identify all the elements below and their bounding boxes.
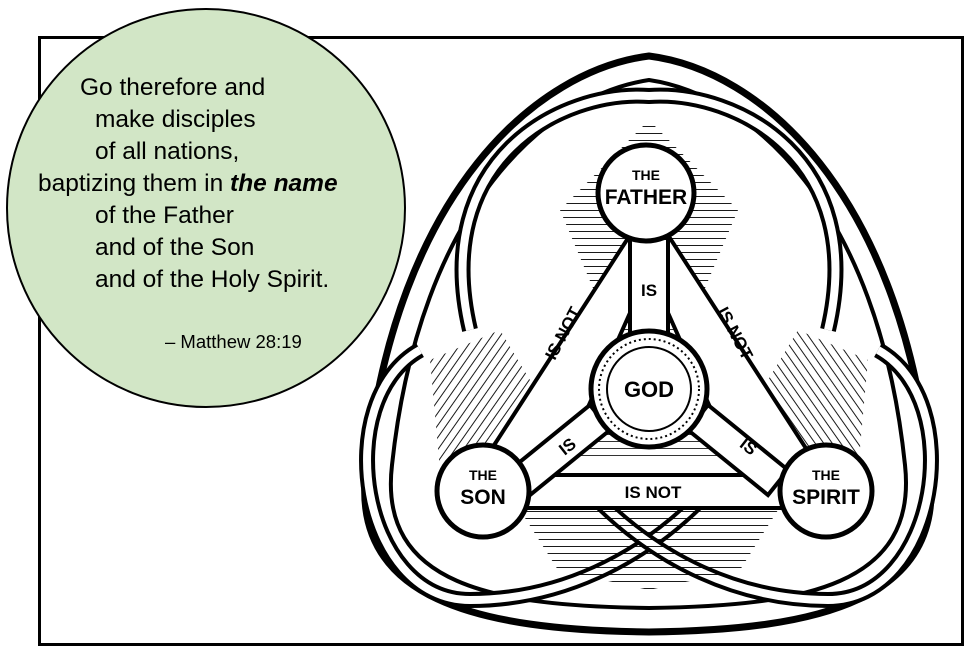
son-article: THE [469,467,497,483]
node-spirit: THE SPIRIT [777,442,875,540]
spirit-name: SPIRIT [792,486,860,509]
quote-line-2: make disciples [95,106,256,133]
spirit-article: THE [812,467,840,483]
quote-line-6: and of the Son [95,234,255,261]
quote-line-1: Go therefore and [80,74,266,101]
node-god: GOD [588,328,710,450]
quote-line-5: of the Father [95,202,234,229]
node-father: THE FATHER [595,142,697,244]
slide-frame [38,36,964,646]
quote-line-4-text: baptizing them in [38,170,231,197]
label-is-father: IS [641,281,657,300]
spokes [507,236,791,498]
quote-emphasis: the name [230,170,338,197]
node-son: THE SON [434,442,532,540]
father-article: THE [632,167,660,183]
father-name: FATHER [605,186,687,209]
quote-line-7: and of the Holy Spirit. [95,266,330,293]
label-is-not-bottom: IS NOT [625,483,682,502]
quote-circle [6,8,406,408]
quote-reference: – Matthew 28:19 [165,331,302,352]
god-label: GOD [624,377,674,402]
quote-line-3: of all nations, [95,138,240,165]
quote-line-4: baptizing them in the name [38,170,338,197]
son-name: SON [460,486,506,509]
rays-bottom [520,510,778,590]
